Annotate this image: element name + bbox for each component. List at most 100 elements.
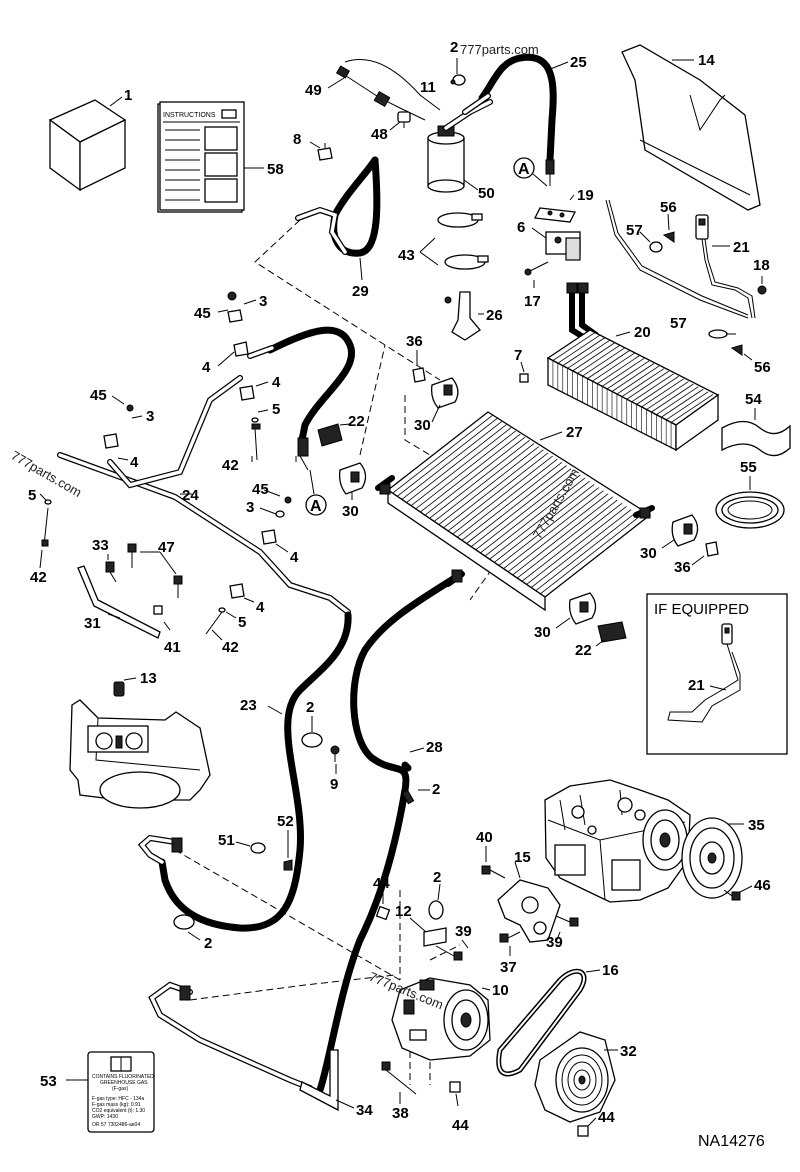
part-nut-44-right[interactable]	[577, 1125, 589, 1137]
callout-42c: 42	[222, 639, 239, 656]
callout-16: 16	[602, 962, 619, 979]
part-line-24[interactable]	[57, 375, 351, 615]
part-fastener-stack-c[interactable]	[205, 496, 292, 635]
callout-57a: 57	[626, 222, 643, 239]
callout-25: 25	[570, 54, 587, 71]
part-bolt-39-left[interactable]	[435, 945, 463, 961]
part-bracket-26[interactable]	[444, 291, 481, 341]
callout-50: 50	[478, 185, 495, 202]
part-control-panel[interactable]	[69, 681, 211, 809]
if-equipped-label: IF EQUIPPED	[654, 601, 749, 618]
part-expansion-valve[interactable]	[545, 231, 581, 261]
part-foam-strip[interactable]	[721, 420, 791, 457]
part-bolts-47[interactable]	[127, 543, 183, 598]
callout-44a: 44	[373, 875, 390, 892]
svg-text:GWP: 1430: GWP: 1430	[92, 1114, 118, 1120]
part-bolt-39-right[interactable]	[555, 915, 579, 927]
part-hose-23[interactable]	[137, 611, 352, 932]
callout-12: 12	[395, 903, 412, 920]
part-instructions-manual[interactable]: INSTRUCTIONS	[157, 101, 245, 213]
part-hose-upper-left[interactable]	[247, 326, 356, 471]
part-clip-36-bottom[interactable]	[705, 541, 719, 557]
part-clamp-2-compressor[interactable]	[428, 900, 444, 920]
callout-44c: 44	[598, 1109, 615, 1126]
part-thermostat-alt[interactable]	[667, 623, 741, 723]
svg-text:CO2 equivalent (t): 1.30: CO2 equivalent (t): 1.30	[92, 1108, 145, 1114]
part-tie-57-bottom[interactable]	[708, 329, 736, 339]
callout-11: 11	[420, 79, 436, 96]
callout-37: 37	[500, 959, 517, 976]
callout-26: 26	[486, 307, 503, 324]
callout-3b: 3	[146, 408, 154, 425]
part-bolt-40[interactable]	[481, 865, 506, 879]
part-wire-harness[interactable]	[335, 65, 426, 121]
part-drive-belt[interactable]	[496, 968, 587, 1077]
part-shield[interactable]	[621, 44, 761, 211]
part-bolt-17[interactable]	[524, 261, 549, 276]
callout-40: 40	[476, 829, 493, 846]
part-clip-52[interactable]	[283, 859, 293, 871]
callout-3c: 3	[246, 499, 254, 516]
part-fastener-stack-a[interactable]	[227, 291, 261, 461]
part-nut-18[interactable]	[757, 285, 767, 295]
callout-28: 28	[426, 739, 443, 756]
callout-36a: 36	[406, 333, 423, 350]
part-clip-36-top[interactable]	[412, 367, 426, 383]
part-valve-gasket[interactable]	[534, 207, 576, 223]
part-hose-28[interactable]	[316, 569, 465, 1094]
part-fastener-stack-b[interactable]	[41, 404, 134, 547]
callout-55: 55	[740, 459, 757, 476]
part-nut-41[interactable]	[153, 605, 163, 615]
part-fgas-decal[interactable]: CONTAINS FLUORINATED GREENHOUSE GAS (F-g…	[87, 1051, 155, 1133]
part-clip[interactable]	[317, 143, 333, 161]
part-bracket-31[interactable]	[77, 565, 161, 639]
part-bracket-12[interactable]	[423, 927, 447, 947]
part-drier-clamps[interactable]	[437, 212, 489, 270]
part-box[interactable]	[48, 99, 127, 192]
part-thermostat-switch[interactable]	[605, 199, 756, 319]
part-hose-29[interactable]	[295, 156, 381, 257]
part-evaporator[interactable]	[546, 282, 720, 452]
part-bolt-46[interactable]	[723, 889, 741, 901]
part-bolt-37[interactable]	[499, 931, 521, 943]
part-mount-bracket-15[interactable]	[497, 879, 561, 943]
part-nut-44-bottom[interactable]	[449, 1081, 461, 1093]
part-crank-pulley[interactable]	[681, 817, 743, 899]
part-mount-30-d[interactable]	[568, 592, 597, 625]
part-condenser[interactable]	[375, 411, 655, 612]
part-fitting-9[interactable]	[330, 745, 340, 762]
part-mount-30-b[interactable]	[338, 462, 367, 495]
part-mount-30-c[interactable]	[671, 514, 699, 547]
part-fitting-2[interactable]	[401, 789, 415, 805]
part-seal-coil[interactable]	[715, 491, 785, 529]
part-ac-compressor[interactable]	[391, 977, 491, 1061]
part-grommet-56-bottom[interactable]	[730, 344, 743, 356]
callout-38: 38	[392, 1105, 409, 1122]
drawing-number: NA14276	[698, 1133, 765, 1150]
part-hose-25[interactable]	[462, 53, 557, 186]
svg-text:A: A	[518, 161, 530, 178]
part-tie-57-top[interactable]	[649, 241, 663, 253]
part-grommet-22-bottom[interactable]	[597, 621, 627, 643]
part-bolt-38[interactable]	[381, 1061, 417, 1095]
part-hose-clamp[interactable]	[450, 74, 466, 86]
part-grommet-56-top[interactable]	[662, 231, 675, 243]
part-receiver-drier[interactable]	[427, 99, 493, 193]
callout-51: 51	[218, 832, 235, 849]
part-pulley-guard[interactable]	[534, 1031, 616, 1123]
part-nut-44-top[interactable]	[375, 905, 391, 921]
part-hose-clamp-mid[interactable]	[301, 732, 323, 748]
callout-30d: 30	[534, 624, 551, 641]
part-bolt-33[interactable]	[105, 561, 117, 583]
part-screw-7[interactable]	[519, 373, 529, 383]
callout-22a: 22	[348, 413, 365, 430]
part-hose-lower-loop[interactable]	[148, 981, 313, 1091]
part-tie-51[interactable]	[250, 842, 266, 854]
part-pressure-switch[interactable]	[397, 111, 411, 128]
callout-13: 13	[140, 670, 157, 687]
part-bracket-34[interactable]	[299, 1049, 339, 1112]
part-grommet-22-top[interactable]	[317, 423, 343, 447]
part-hose-clamp-lower[interactable]	[173, 914, 195, 930]
part-mount-30-a[interactable]	[430, 377, 459, 409]
if-equipped-panel: IF EQUIPPED 21	[646, 593, 788, 755]
